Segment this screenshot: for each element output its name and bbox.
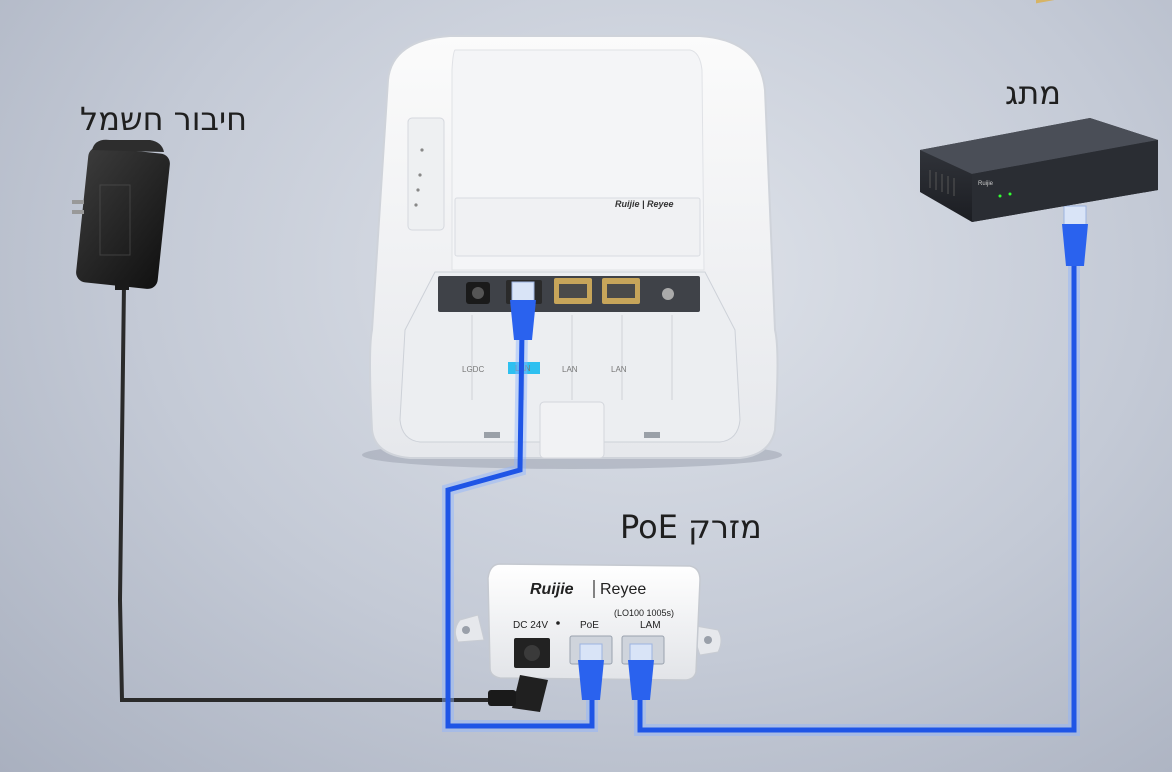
ap-lan-highlight <box>508 362 540 374</box>
power-adapter <box>72 139 170 290</box>
ap-port-label-lan-2: LAN <box>562 365 578 374</box>
ap-label-panel <box>454 197 701 257</box>
injector-brand-main: Ruijie <box>530 581 574 598</box>
rj45-plug-switch <box>1062 205 1088 266</box>
injector-port-poe-label: PoE <box>580 620 599 631</box>
ap-bottom-clip <box>539 401 605 459</box>
ap-port-label-lan-3: LAN <box>611 365 627 374</box>
rj45-plug-ap <box>510 281 536 340</box>
access-point: Ruijie | Reyee LGDC LAN LAN LAN <box>362 35 782 469</box>
ethernet-cable-switch-to-lan <box>637 262 1077 733</box>
ethernet-cable-ap-to-poe <box>445 329 595 729</box>
injector-port-dc-label: DC 24V <box>513 620 548 631</box>
network-switch: Ruijie <box>920 0 1158 222</box>
adapter-prong <box>72 200 84 204</box>
ap-led-strip <box>407 117 445 231</box>
injector-model-label: (LO100 1005s) <box>614 608 674 618</box>
cables <box>117 262 1080 736</box>
ap-port-label-lgdc: LGDC <box>462 365 484 374</box>
injector-brand-sub: Reyee <box>600 581 646 598</box>
rj45-plug-injector-poe <box>578 643 604 700</box>
rj45-plug-injector-lan <box>628 643 654 700</box>
switch-ports <box>1036 0 1054 4</box>
ap-brand-text: Ruijie | Reyee <box>615 199 674 209</box>
switch-label: מתג <box>1005 74 1061 112</box>
injector-port-lan-label: LAM <box>640 620 661 631</box>
ap-reset-button <box>662 288 674 300</box>
power-connection-label: חיבור חשמל <box>80 100 248 138</box>
poe-injector-label: מזרק PoE <box>620 508 762 546</box>
injector-mount-tab-left <box>454 614 485 643</box>
switch-brand-text: Ruijie <box>978 181 994 187</box>
dc-plug <box>512 675 548 712</box>
